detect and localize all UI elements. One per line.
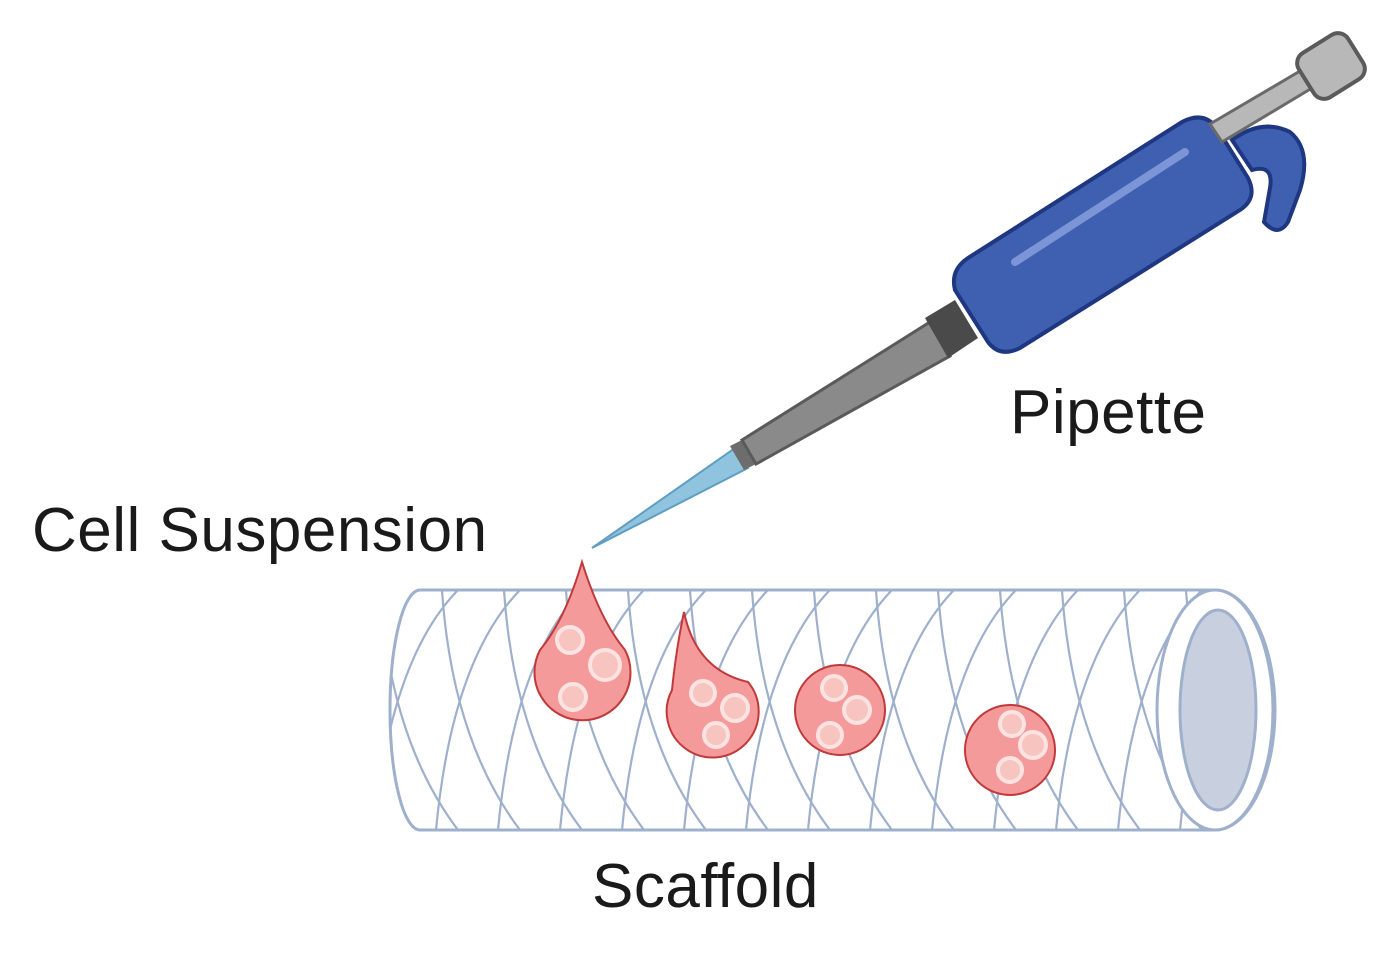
scaffold-fiber — [1054, 590, 1141, 830]
pipette-plunger-button — [1295, 31, 1367, 101]
scaffold-fiber — [1060, 590, 1141, 830]
cell-icon — [998, 710, 1026, 738]
scaffold-fiber — [930, 590, 1017, 830]
scaffold-fiber — [434, 590, 521, 830]
scaffold-fiber — [936, 590, 1017, 830]
pipette-finger-hook — [1229, 124, 1307, 232]
cell-icon — [816, 721, 844, 749]
scaffold-fiber — [744, 590, 831, 830]
cell-icon — [842, 695, 872, 725]
cell-icon — [689, 679, 717, 707]
cell-icon — [558, 682, 588, 712]
cell-icon — [555, 625, 585, 655]
droplet-icon — [964, 704, 1056, 796]
pipette-icon — [591, 31, 1367, 549]
scaffold-fiber — [626, 590, 707, 830]
scaffold-fiber — [874, 590, 955, 830]
scaffold-fiber — [750, 590, 831, 830]
cell-icon — [820, 674, 848, 702]
cell-icon — [996, 756, 1024, 784]
cell-suspension-label: Cell Suspension — [32, 496, 488, 565]
pipette-joint — [925, 300, 978, 358]
pipette-body — [951, 115, 1254, 354]
droplets-group — [533, 558, 1056, 796]
cell-icon — [702, 721, 730, 749]
cell-icon — [588, 648, 622, 682]
scaffold-label: Scaffold — [592, 852, 819, 921]
scaffold-fiber — [620, 590, 707, 830]
scaffold-fiber — [502, 590, 583, 830]
scaffold-fiber — [868, 590, 955, 830]
scaffold-lumen — [1178, 608, 1258, 812]
pipette-label: Pipette — [1010, 378, 1207, 447]
scaffold-fiber — [440, 590, 521, 830]
cell-icon — [720, 693, 750, 723]
scaffold-fiber — [390, 590, 459, 830]
cell-icon — [1018, 730, 1048, 760]
pipette-shaft — [739, 319, 953, 467]
pipette-tip-collar — [730, 440, 756, 470]
pipette-tip — [591, 446, 750, 549]
pipette-highlight — [1011, 148, 1189, 266]
scaffold-fiber — [390, 590, 459, 830]
